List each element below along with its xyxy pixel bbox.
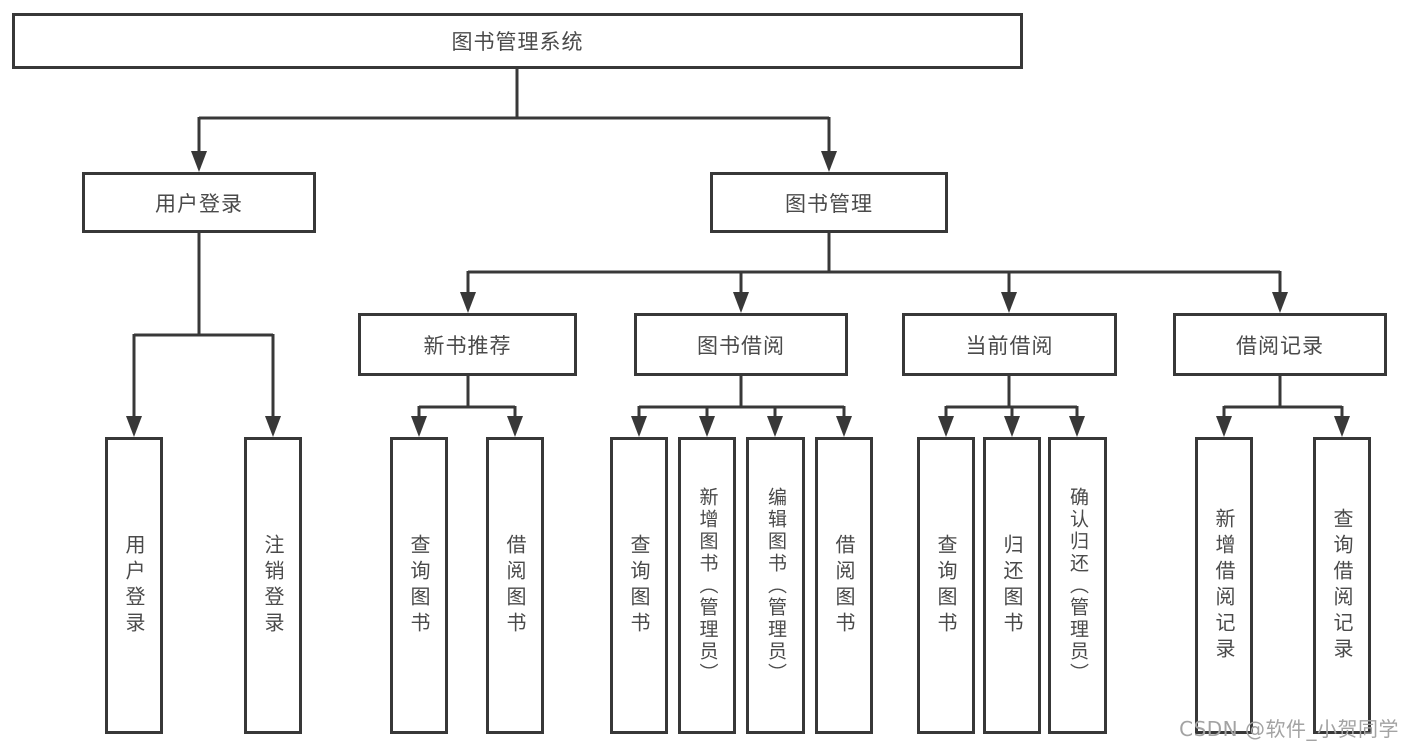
leaf-borrow-books-recommend: 借阅图书 [486,437,544,734]
node-label: 查询借阅记录 [1330,507,1354,664]
watermark-text: CSDN @软件_小贺同学 [1179,717,1399,741]
connector-book-borrowing-branch-arrows [631,416,852,437]
connector-root-branch-arrows [191,151,837,172]
node-label: 编辑图书（管理员） [765,486,787,685]
connector-book-management-branch [466,233,1282,294]
node-book-management-system: 图书管理系统 [12,13,1023,69]
connector-new-book-branch [417,376,517,418]
node-label: 用户登录 [122,533,146,638]
leaf-logout: 注销登录 [244,437,302,734]
node-label: 归还图书 [1000,533,1024,638]
node-label: 确认归还（管理员） [1067,486,1089,685]
node-book-borrowing: 图书借阅 [634,313,848,376]
node-label: 图书管理 [785,191,873,216]
leaf-query-books-recommend: 查询图书 [390,437,448,734]
node-label: 图书管理系统 [451,30,584,54]
node-label: 新书推荐 [423,333,512,358]
node-label: 图书借阅 [697,333,785,358]
node-label: 查询图书 [934,533,958,638]
connector-current-borrowing-branch-arrows [938,416,1085,437]
node-label: 借阅记录 [1236,333,1324,358]
node-label: 新增借阅记录 [1212,507,1236,664]
connector-borrow-records-branch [1222,376,1344,418]
leaf-edit-books-admin: 编辑图书（管理员） [746,437,805,734]
leaf-add-borrow-record: 新增借阅记录 [1195,437,1253,734]
node-user-login: 用户登录 [82,172,316,233]
connector-book-management-branch-arrows [460,292,1288,313]
leaf-query-books-borrowing: 查询图书 [610,437,668,734]
node-label: 借阅图书 [503,533,527,638]
node-book-management: 图书管理 [710,172,948,233]
node-new-book-recommendation: 新书推荐 [358,313,577,376]
node-label: 新增图书（管理员） [696,486,719,685]
node-label: 当前借阅 [965,333,1054,358]
connector-user-login-branch [132,233,275,418]
leaf-query-books-current: 查询图书 [917,437,975,734]
node-label: 用户登录 [155,191,243,216]
node-current-borrowing: 当前借阅 [902,313,1117,376]
leaf-confirm-return-admin: 确认归还（管理员） [1048,437,1107,734]
node-label: 注销登录 [261,533,285,638]
leaf-query-borrow-record: 查询借阅记录 [1313,437,1371,734]
connector-borrow-records-branch-arrows [1216,416,1350,437]
leaf-user-login: 用户登录 [105,437,163,734]
leaf-return-books: 归还图书 [983,437,1041,734]
node-borrow-records: 借阅记录 [1173,313,1387,376]
leaf-add-books-admin: 新增图书（管理员） [678,437,736,734]
connector-current-borrowing-branch [944,376,1079,418]
leaf-borrow-books: 借阅图书 [815,437,873,734]
node-label: 借阅图书 [832,533,856,638]
connector-user-login-branch-arrows [126,416,281,437]
node-label: 查询图书 [407,533,431,638]
node-label: 查询图书 [627,533,651,638]
connector-new-book-branch-arrows [411,416,523,437]
connector-root-branch [197,69,831,153]
connector-book-borrowing-branch [637,376,846,418]
